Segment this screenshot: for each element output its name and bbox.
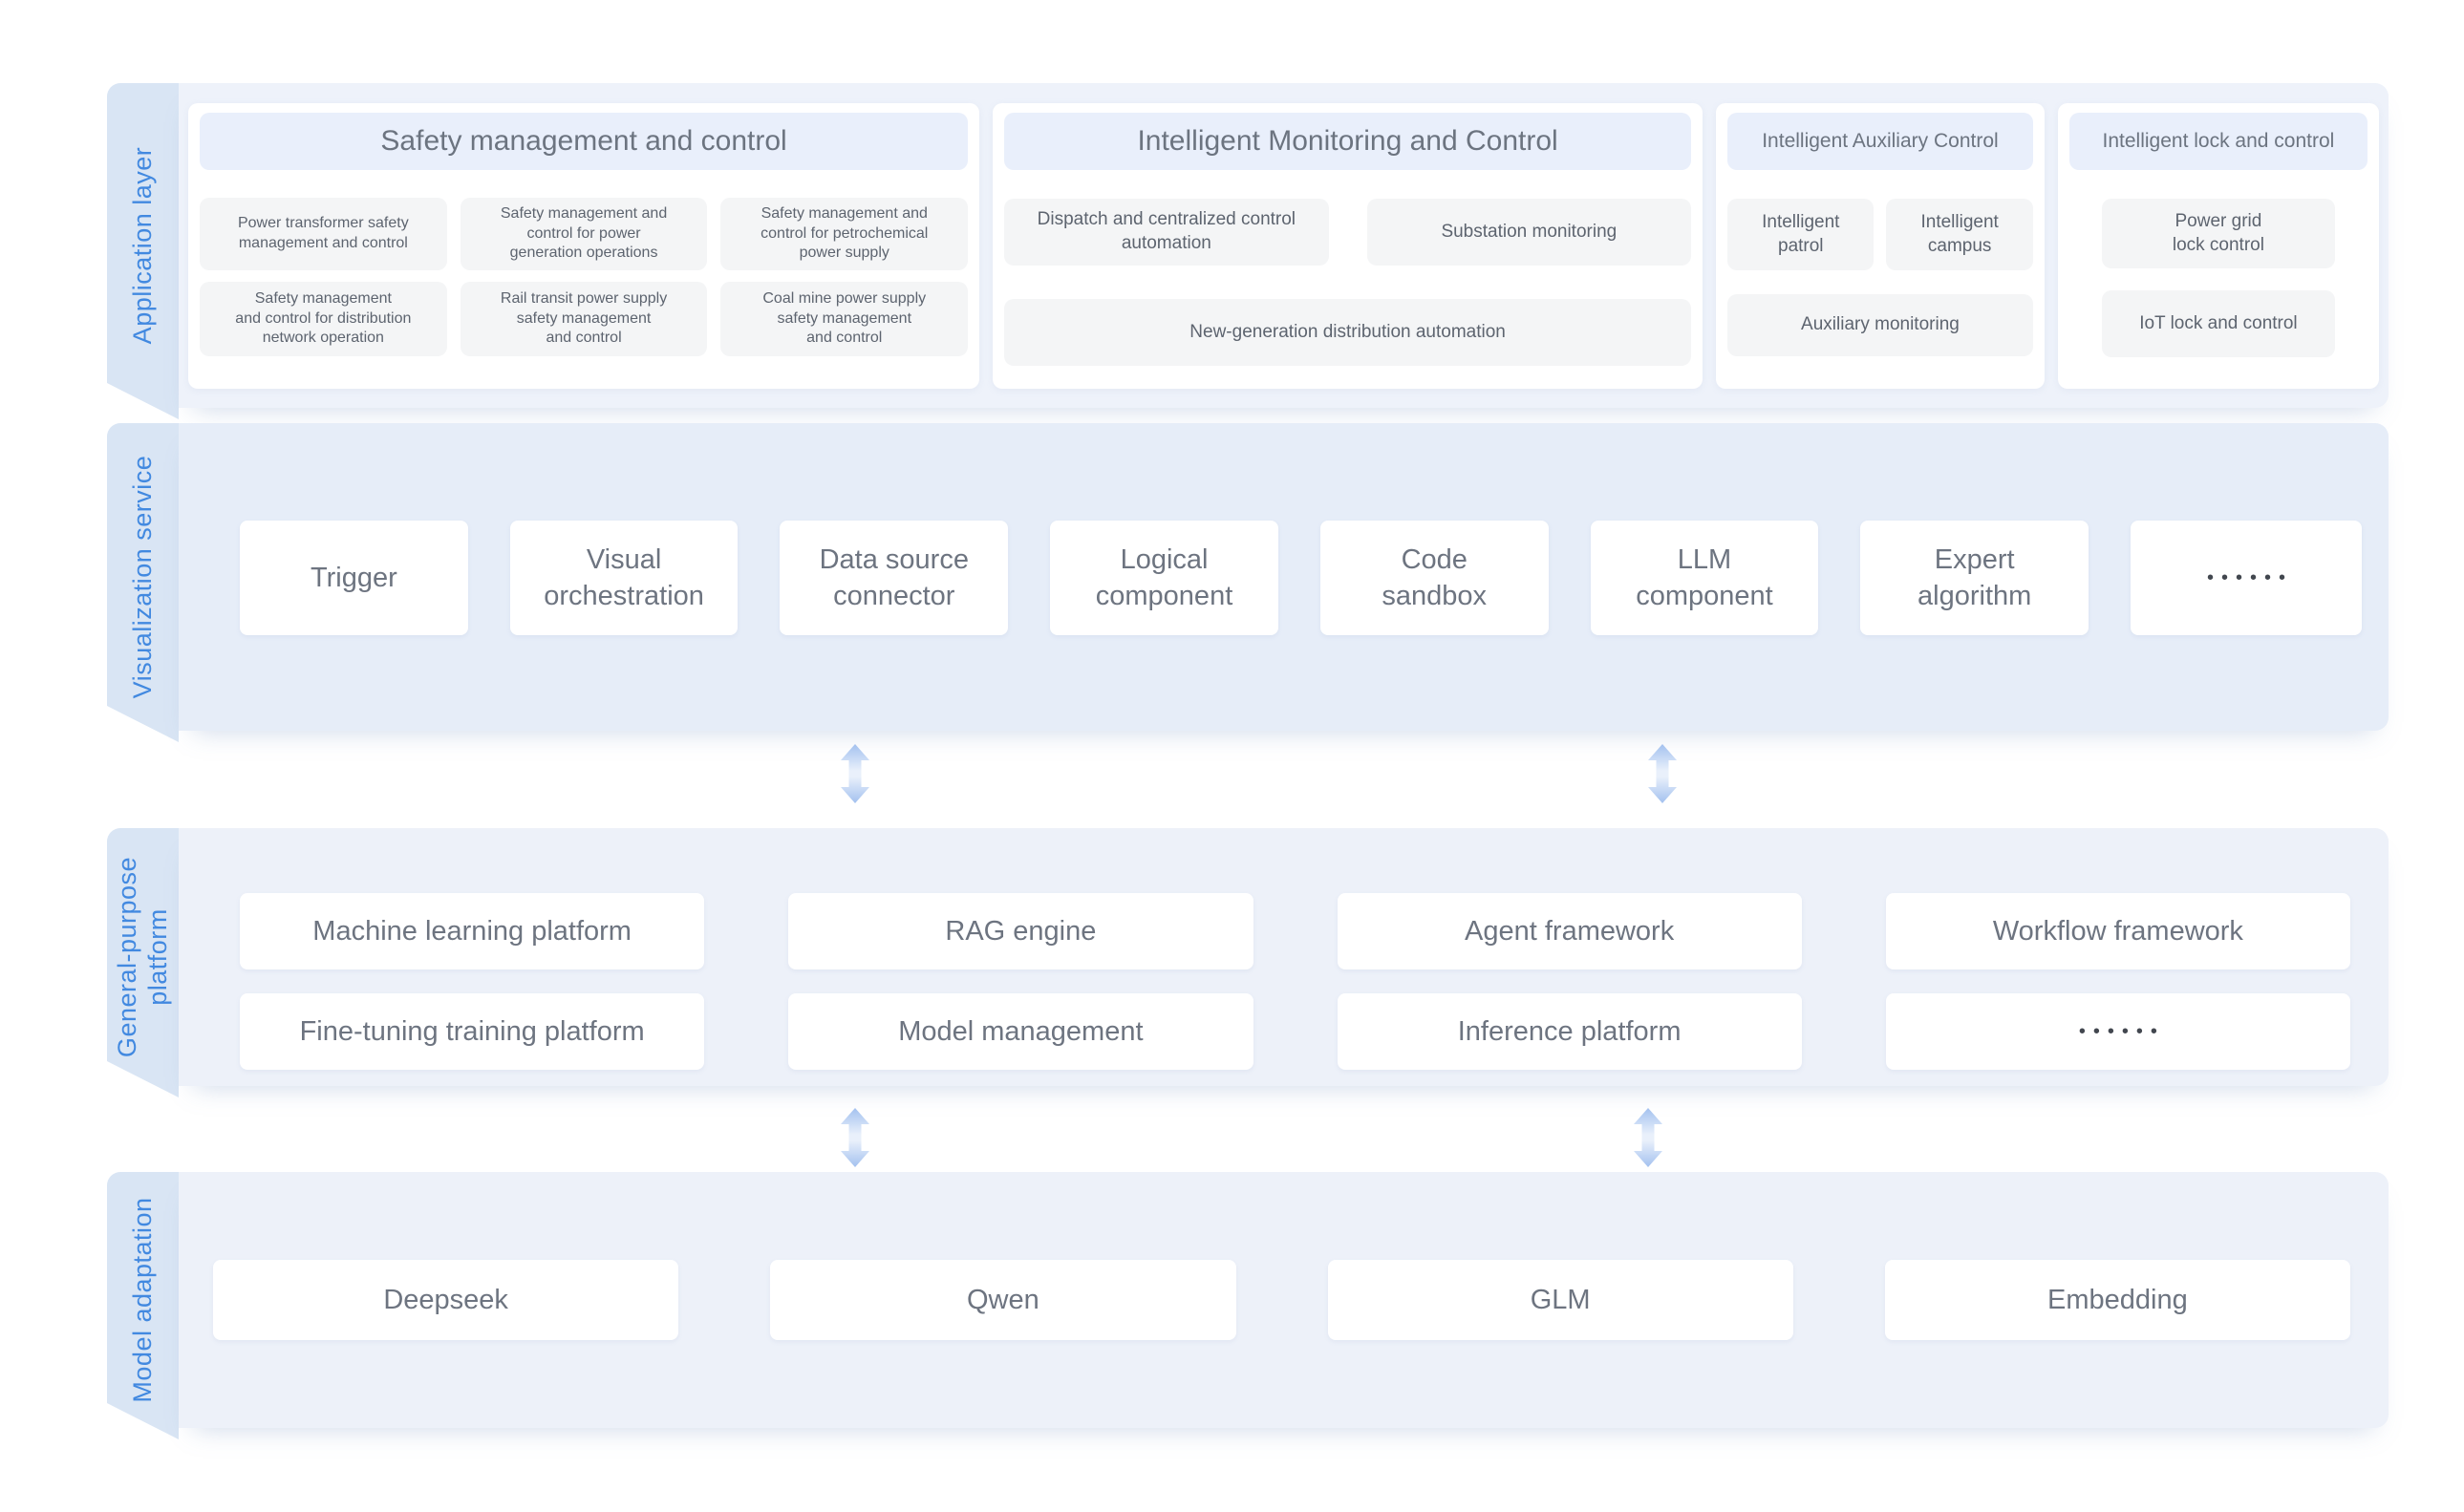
layer-application: Application layer Safety management and … (107, 83, 2389, 408)
app-card: Power transformer safety management and … (200, 198, 447, 270)
up-down-arrow-icon (841, 744, 869, 803)
layer-tab-application: Application layer (107, 83, 179, 419)
service-box: Logical component (1050, 521, 1278, 635)
panel-title-intelligent-monitoring: Intelligent Monitoring and Control (1004, 113, 1692, 170)
service-box: Data source connector (780, 521, 1009, 635)
up-down-arrow-icon (841, 1108, 869, 1167)
platform-box: Inference platform (1337, 993, 1802, 1070)
app-card: Rail transit power supply safety managem… (460, 282, 708, 356)
panel-intelligent-auxiliary: Intelligent Auxiliary Control Intelligen… (1716, 103, 2045, 389)
app-card: Coal mine power supply safety management… (720, 282, 969, 356)
layer-platform: General-purpose platform Machine learnin… (107, 828, 2389, 1086)
app-card: Safety management and control for power … (460, 198, 708, 270)
panel-intelligent-lock: Intelligent lock and control Power grid … (2057, 103, 2380, 389)
safety-management-grid: Power transformer safety management and … (200, 198, 969, 356)
platform-box: Machine learning platform (240, 893, 705, 969)
service-box: Visual orchestration (509, 521, 739, 635)
layer-body-visualization: Trigger Visual orchestration Data source… (179, 423, 2389, 731)
panel-title-intelligent-lock: Intelligent lock and control (2068, 113, 2368, 170)
app-card: Intelligent campus (1886, 199, 2033, 270)
layer-body-application: Safety management and control Power tran… (179, 83, 2389, 408)
panel-safety-management: Safety management and control Power tran… (188, 103, 980, 389)
layer-body-models: Deepseek Qwen GLM Embedding (179, 1172, 2389, 1428)
model-box: Deepseek (213, 1260, 679, 1340)
layer-tab-platform: General-purpose platform (107, 828, 179, 1097)
platform-box: RAG engine (788, 893, 1253, 969)
app-card: Intelligent patrol (1727, 199, 1875, 270)
app-card: Power grid lock control (2102, 199, 2335, 268)
layer-visualization: Visualization service Trigger Visual orc… (107, 423, 2389, 731)
service-box: LLM component (1590, 521, 1819, 635)
up-down-arrow-icon (1648, 744, 1677, 803)
platform-box-ellipsis: •••••• (1885, 993, 2350, 1070)
layer-label-models: Model adaptation (127, 1197, 157, 1403)
app-card: Substation monitoring (1366, 199, 1692, 266)
layer-label-application: Application layer (127, 146, 157, 345)
panel-title-safety-management: Safety management and control (200, 113, 969, 170)
layer-tab-models: Model adaptation (107, 1172, 179, 1439)
intelligent-monitoring-row-1: Dispatch and centralized control automat… (1004, 199, 1692, 266)
intelligent-auxiliary-row-2: Auxiliary monitoring (1727, 294, 2033, 356)
platform-box: Fine-tuning training platform (240, 993, 705, 1070)
platform-box: Agent framework (1337, 893, 1802, 969)
layer-tab-visualization: Visualization service (107, 423, 179, 742)
service-box: Expert algorithm (1860, 521, 2089, 635)
platform-box: Workflow framework (1885, 893, 2350, 969)
app-card: Auxiliary monitoring (1727, 294, 2033, 356)
app-card: Dispatch and centralized control automat… (1004, 199, 1329, 266)
app-card: IoT lock and control (2102, 290, 2335, 357)
intelligent-auxiliary-row-1: Intelligent patrol Intelligent campus (1727, 199, 2033, 270)
app-card: New-generation distribution automation (1004, 299, 1692, 366)
model-box: Embedding (1884, 1260, 2350, 1340)
service-box-ellipsis: •••••• (2131, 521, 2363, 635)
model-box: Qwen (770, 1260, 1236, 1340)
app-card: Safety management and control for petroc… (720, 198, 969, 270)
layer-label-platform: General-purpose platform (112, 856, 172, 1058)
app-card: Safety management and control for distri… (200, 282, 447, 356)
layer-label-visualization: Visualization service (127, 455, 157, 699)
model-box: GLM (1327, 1260, 1793, 1340)
service-box: Code sandbox (1319, 521, 1549, 635)
intelligent-monitoring-row-2: New-generation distribution automation (1004, 299, 1692, 366)
panel-intelligent-monitoring: Intelligent Monitoring and Control Dispa… (993, 103, 1703, 389)
up-down-arrow-icon (1634, 1108, 1662, 1167)
service-box: Trigger (240, 521, 468, 635)
panel-title-intelligent-auxiliary: Intelligent Auxiliary Control (1727, 113, 2033, 170)
platform-box: Model management (788, 993, 1253, 1070)
layer-models: Model adaptation Deepseek Qwen GLM Embed… (107, 1172, 2389, 1428)
layer-body-platform: Machine learning platform RAG engine Age… (179, 828, 2389, 1086)
